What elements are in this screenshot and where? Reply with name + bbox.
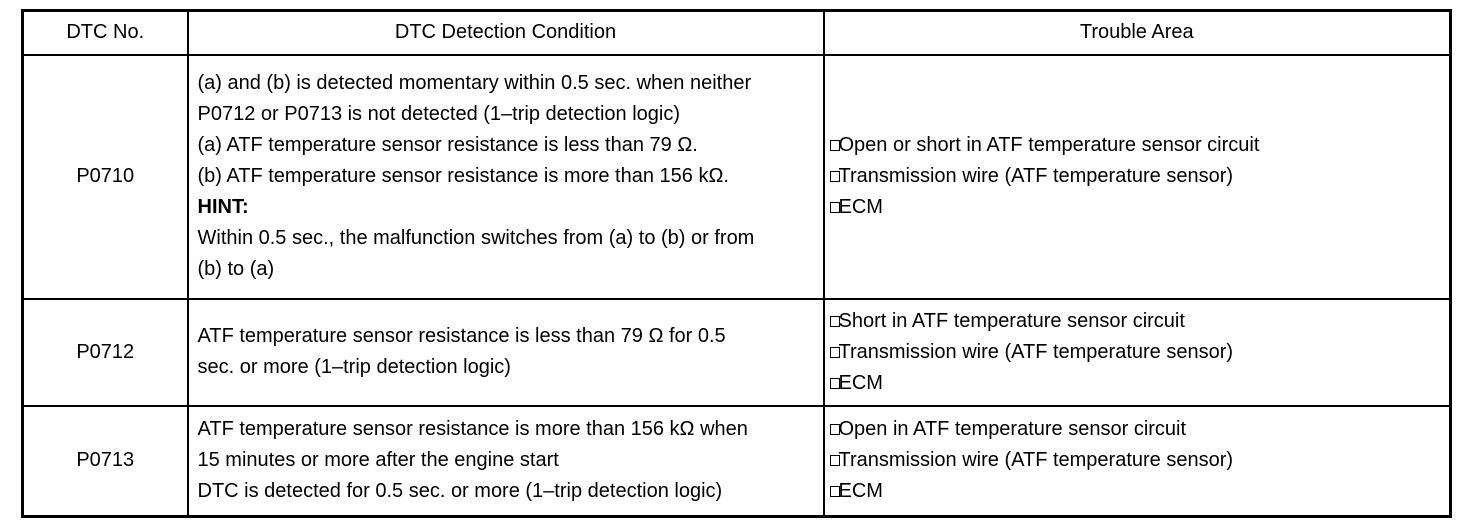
trouble-area-text: Open in ATF temperature sensor circuit (838, 418, 1187, 440)
trouble-area-text: Transmission wire (ATF temperature senso… (838, 340, 1234, 363)
trouble-area-text: ECM (838, 196, 883, 218)
dtc-no-cell: P0710 (21, 53, 189, 300)
bullet-square-icon (829, 140, 840, 151)
trouble-area-item: Transmission wire (ATF temperature senso… (829, 445, 1442, 476)
condition-line: Within 0.5 sec., the malfunction switche… (197, 227, 755, 249)
trouble-area-item: Open or short in ATF temperature sensor … (829, 130, 1442, 161)
trouble-area-cell: Short in ATF temperature sensor circuit … (822, 297, 1452, 407)
dtc-no-cell: P0713 (21, 404, 189, 517)
bullet-square-icon (829, 346, 840, 358)
condition-hint-label: HINT: (197, 196, 249, 218)
trouble-area-cell: Open or short in ATF temperature sensor … (822, 53, 1452, 300)
col-header-detection-condition: DTC Detection Condition (186, 9, 825, 56)
trouble-area-text: ECM (838, 371, 883, 394)
trouble-area-item: ECM (829, 368, 1442, 399)
trouble-area-item: ECM (829, 192, 1442, 223)
bullet-square-icon (829, 455, 840, 466)
bullet-square-icon (829, 202, 840, 213)
trouble-area-item: Transmission wire (ATF temperature senso… (829, 161, 1442, 192)
table-row: P0712 ATF temperature sensor resistance … (21, 297, 1452, 407)
trouble-area-cell: Open in ATF temperature sensor circuit T… (822, 404, 1452, 517)
condition-line: P0712 or P0713 is not detected (1–trip d… (197, 103, 681, 125)
detection-condition-cell: ATF temperature sensor resistance is mor… (186, 404, 825, 517)
condition-line: ATF temperature sensor resistance is mor… (197, 418, 748, 440)
bullet-square-icon (829, 171, 840, 182)
col-header-dtc-no: DTC No. (21, 9, 189, 56)
bullet-square-icon (829, 486, 840, 497)
bullet-square-icon (829, 315, 840, 327)
table-row: P0710 (a) and (b) is detected momentary … (21, 53, 1452, 300)
condition-line: ATF temperature sensor resistance is les… (197, 325, 726, 347)
trouble-area-text: ECM (838, 480, 883, 502)
condition-line: (a) ATF temperature sensor resistance is… (197, 134, 698, 156)
dtc-table: DTC No. DTC Detection Condition Trouble … (21, 9, 1452, 518)
trouble-area-text: Short in ATF temperature sensor circuit (838, 309, 1185, 332)
col-header-trouble-area: Trouble Area (822, 9, 1452, 56)
trouble-area-item: Open in ATF temperature sensor circuit (829, 414, 1442, 445)
trouble-area-text: Transmission wire (ATF temperature senso… (838, 449, 1234, 471)
condition-line: sec. or more (1–trip detection logic) (197, 356, 511, 378)
detection-condition-cell: (a) and (b) is detected momentary within… (186, 53, 825, 300)
table-header-row: DTC No. DTC Detection Condition Trouble … (21, 9, 1452, 56)
trouble-area-text: Open or short in ATF temperature sensor … (838, 134, 1260, 156)
dtc-no-cell: P0712 (21, 297, 189, 407)
trouble-area-item: Short in ATF temperature sensor circuit (829, 306, 1442, 337)
trouble-area-item: ECM (829, 476, 1442, 507)
condition-line: (a) and (b) is detected momentary within… (197, 72, 752, 94)
condition-line: (b) ATF temperature sensor resistance is… (197, 165, 729, 187)
detection-condition-cell: ATF temperature sensor resistance is les… (186, 297, 825, 407)
condition-line: (b) to (a) (197, 258, 275, 280)
bullet-square-icon (829, 424, 840, 435)
trouble-area-text: Transmission wire (ATF temperature senso… (838, 165, 1234, 187)
table-row: P0713 ATF temperature sensor resistance … (21, 404, 1452, 517)
trouble-area-item: Transmission wire (ATF temperature senso… (829, 337, 1442, 368)
bullet-square-icon (829, 377, 840, 389)
condition-line: 15 minutes or more after the engine star… (197, 449, 559, 471)
condition-line: DTC is detected for 0.5 sec. or more (1–… (197, 480, 723, 502)
